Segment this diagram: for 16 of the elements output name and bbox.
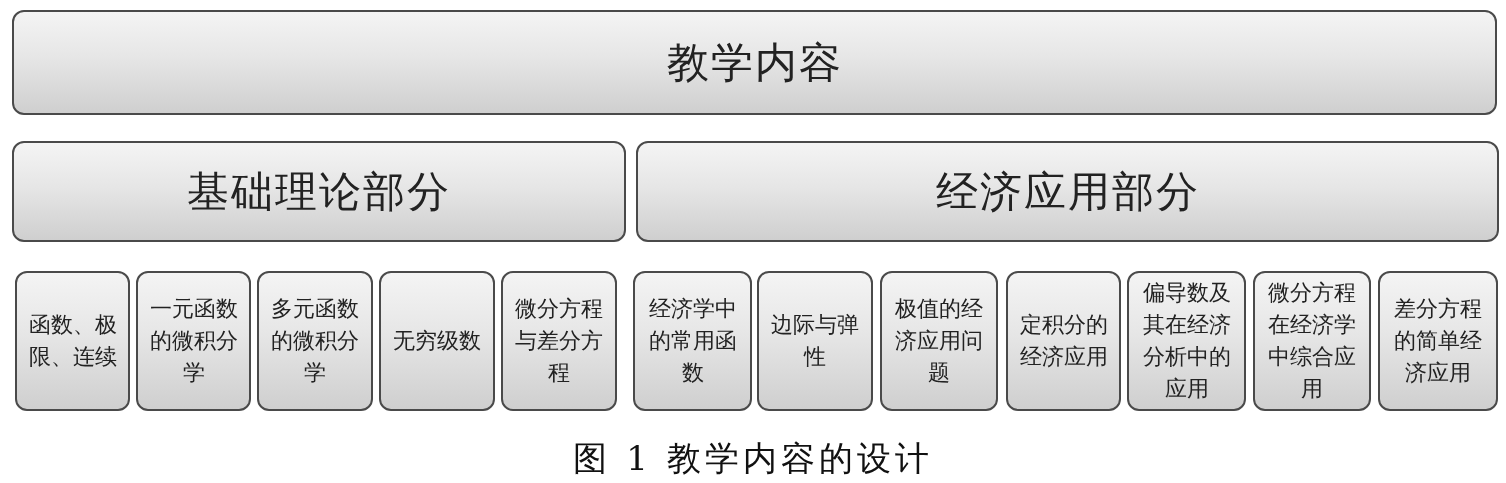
category-box: 经济应用部分 [636,141,1499,242]
topic-box: 无穷级数 [379,271,495,411]
topic-box: 极值的经济应用问题 [880,271,998,411]
topic-box: 偏导数及其在经济分析中的应用 [1127,271,1246,411]
topic-box: 一元函数的微积分学 [136,271,251,411]
topic-box: 微分方程与差分方程 [501,271,617,411]
topic-box: 定积分的经济应用 [1006,271,1121,411]
category-box: 基础理论部分 [12,141,626,242]
topic-box: 微分方程在经济学中综合应用 [1253,271,1371,411]
figure-caption: 图 1 教学内容的设计 [573,438,933,478]
topic-box: 经济学中的常用函数 [633,271,752,411]
topic-box: 边际与弹性 [757,271,873,411]
topic-box: 多元函数的微积分学 [257,271,373,411]
header-box: 教学内容 [12,10,1497,115]
topic-box: 函数、极限、连续 [15,271,130,411]
topic-box: 差分方程的简单经济应用 [1378,271,1498,411]
